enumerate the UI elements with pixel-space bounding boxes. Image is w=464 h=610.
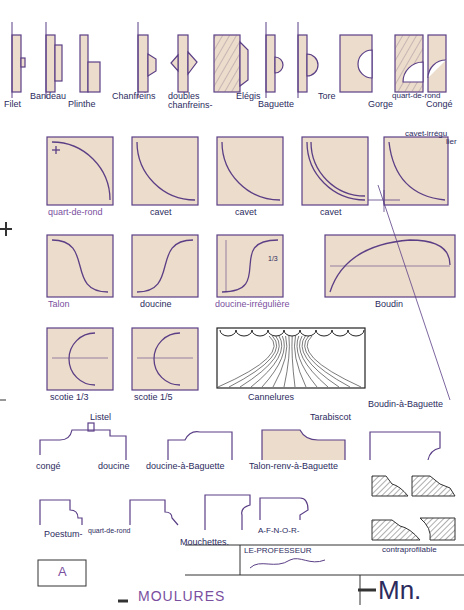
sheet-title: MOULURES [138, 589, 225, 604]
flute [348, 330, 364, 336]
profile-label: Tarabiscot [310, 413, 351, 422]
profile-label: 1/3 [268, 255, 278, 262]
wood-grain [307, 336, 361, 387]
profile-label: scotie 1/5 [134, 393, 173, 402]
profile-label: Elégis [236, 92, 261, 101]
wood-grain [284, 336, 289, 387]
profile-label: quart-de-rond [48, 208, 103, 217]
wood-grain [297, 336, 317, 387]
profile-label: Poestum- [44, 530, 83, 539]
wood-grain [218, 336, 274, 387]
profile-label: Listel [90, 413, 111, 422]
wood-grain [305, 336, 350, 387]
profile-label: Chanfreins [112, 92, 156, 101]
profile-label: Baguette [258, 100, 294, 109]
profile-label: Boudin [375, 300, 403, 309]
profile-label: Tore [318, 92, 336, 101]
profile-label: congé [36, 462, 61, 471]
profile-label: cavet [320, 208, 342, 217]
profile-label: doucine [140, 300, 172, 309]
profile-label: Filet [4, 100, 21, 109]
profile-label: Boudin-à-Baguette [368, 400, 443, 409]
profile-label: LE-PROFESSEUR [244, 547, 312, 555]
flute [252, 330, 268, 336]
profile-label: doubles chanfreins- [168, 92, 214, 111]
flute [268, 330, 284, 336]
flute [236, 330, 252, 336]
profile-label: Bandeau [30, 92, 66, 101]
profile-label: Plinthe [68, 100, 96, 109]
profile-label: Mn. [378, 577, 421, 604]
wood-grain [300, 336, 328, 387]
flute [332, 330, 348, 336]
profile-label: cavet [235, 208, 257, 217]
flute [300, 330, 316, 336]
profile-label: A [58, 565, 67, 579]
profile-label: Mouchettes. [180, 538, 229, 547]
profile-label: Cannelures [248, 393, 294, 402]
profile-label: A-F-N-O-R- [258, 527, 299, 535]
profile-label: cavet-irrégu [405, 130, 447, 138]
wood-grain [294, 336, 306, 387]
wood-grain [273, 336, 287, 387]
profile-label: cavet [150, 208, 172, 217]
flute [284, 330, 300, 336]
profile-label: doucine [98, 462, 130, 471]
wood-grain [229, 336, 277, 387]
profile-label: Talon-renv-à-Baguette [249, 462, 338, 471]
profile-label: doucine-à-Baguette [146, 462, 225, 471]
profile-label: doucine-irrégulière [215, 300, 290, 309]
profile-label: Talon [48, 300, 70, 309]
profile-label: contraprofilable [382, 546, 437, 554]
profile-label: Gorge [368, 100, 393, 109]
wood-grain [262, 336, 284, 387]
profile-label: Congé [426, 100, 453, 109]
profile-label: scotie 1/3 [50, 393, 89, 402]
flute [220, 330, 236, 336]
flute [316, 330, 332, 336]
profile-label: quart-de-rond [88, 527, 130, 534]
profile-label: lier [446, 138, 457, 146]
